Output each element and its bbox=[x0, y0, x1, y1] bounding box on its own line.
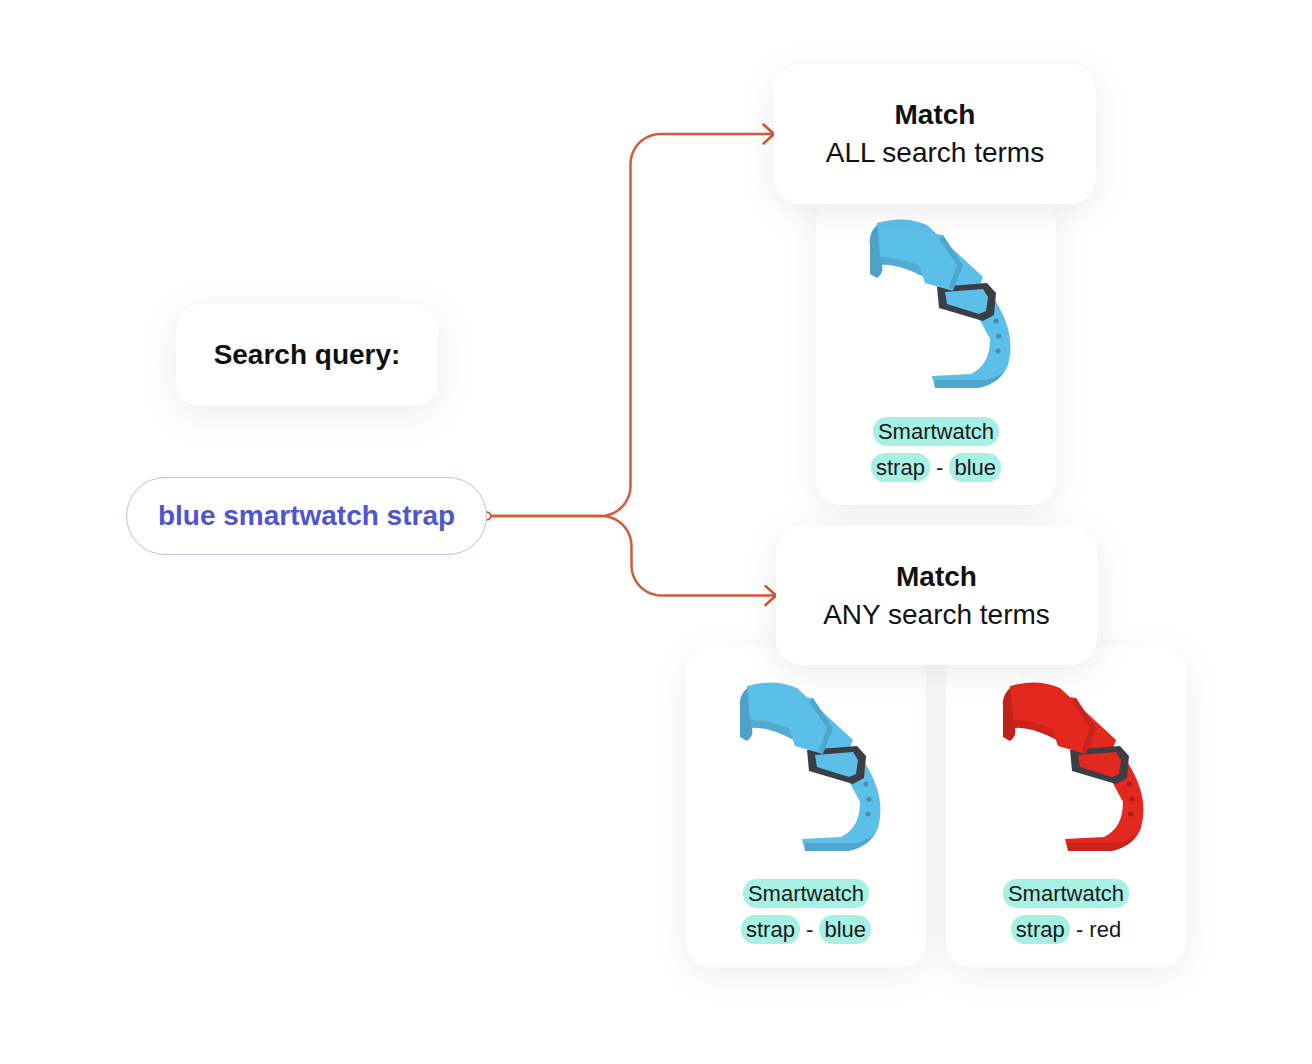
strap-image bbox=[740, 682, 881, 851]
box-text: Match bbox=[826, 96, 1044, 134]
plain-term: - bbox=[1076, 917, 1083, 942]
plain-term: red bbox=[1089, 917, 1121, 942]
matched-term: strap bbox=[1011, 915, 1070, 944]
flow-connector bbox=[487, 516, 776, 596]
match-box: MatchALL search terms bbox=[774, 64, 1096, 204]
strap-image bbox=[870, 219, 1011, 388]
query-heading-box: Search query: bbox=[176, 304, 438, 406]
product-card: Smartwatch strap - blue bbox=[816, 200, 1056, 505]
plain-term: - bbox=[806, 917, 813, 942]
strap-image bbox=[1003, 682, 1144, 851]
text-group: Search query: bbox=[194, 336, 421, 374]
product-name: Smartwatch strap - red bbox=[981, 876, 1151, 948]
product-name: Smartwatch strap - blue bbox=[851, 414, 1021, 486]
text-group: blue smartwatch strap bbox=[138, 497, 475, 535]
matched-term: Smartwatch bbox=[743, 879, 869, 908]
strap-illustration bbox=[998, 678, 1148, 853]
matched-term: strap bbox=[741, 915, 800, 944]
box-text: Match bbox=[823, 558, 1050, 596]
matched-term: blue bbox=[819, 915, 871, 944]
matched-term: blue bbox=[949, 453, 1001, 482]
box-text: ALL search terms bbox=[826, 134, 1044, 172]
matched-term: strap bbox=[871, 453, 930, 482]
box-text: blue smartwatch strap bbox=[158, 497, 455, 535]
box-text: ANY search terms bbox=[823, 596, 1050, 634]
product-card: Smartwatch strap - blue bbox=[686, 646, 926, 967]
strap-illustration bbox=[735, 678, 885, 853]
matched-term: Smartwatch bbox=[1003, 879, 1129, 908]
box-text: Search query: bbox=[214, 336, 401, 374]
text-group: Smartwatch strap - blue bbox=[686, 876, 926, 948]
text-group: Smartwatch strap - red bbox=[946, 876, 1186, 948]
matched-term: Smartwatch bbox=[873, 417, 999, 446]
plain-term: - bbox=[936, 455, 943, 480]
text-group: MatchANY search terms bbox=[803, 558, 1070, 634]
text-group: MatchALL search terms bbox=[806, 96, 1064, 172]
text-group: Smartwatch strap - blue bbox=[816, 414, 1056, 486]
flow-connector bbox=[487, 134, 774, 516]
query-pill: blue smartwatch strap bbox=[126, 477, 487, 555]
match-box: MatchANY search terms bbox=[776, 526, 1097, 665]
strap-illustration bbox=[865, 215, 1015, 390]
product-name: Smartwatch strap - blue bbox=[721, 876, 891, 948]
product-card: Smartwatch strap - red bbox=[946, 646, 1186, 967]
